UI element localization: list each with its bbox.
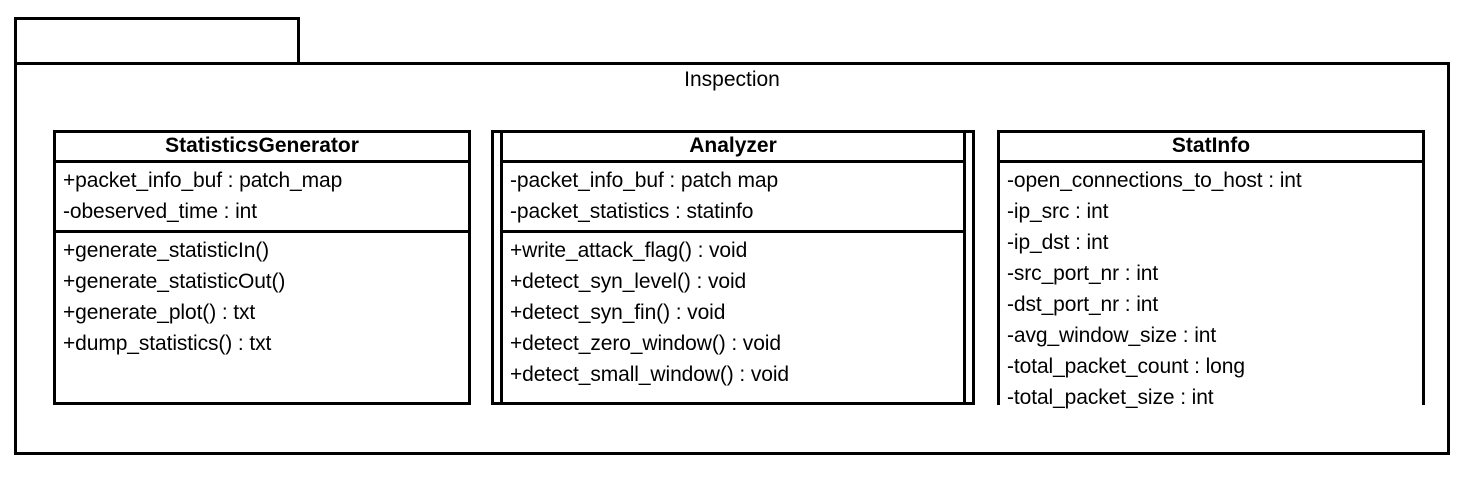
- attribute-item: -obeserved_time : int: [63, 200, 257, 223]
- operations-compartment-statisticsgenerator: +generate_statisticIn() +generate_statis…: [56, 233, 468, 402]
- attributes-compartment-analyzer: -packet_info_buf : patch map -packet_sta…: [503, 163, 963, 233]
- operation-item: +generate_statisticIn(): [63, 239, 270, 262]
- class-box-statinfo[interactable]: StatInfo -open_connections_to_host : int…: [997, 130, 1425, 416]
- attribute-item: -total_packet_count : long: [1007, 355, 1245, 378]
- class-name-analyzer: Analyzer: [503, 133, 963, 163]
- attributes-compartment-statisticsgenerator: +packet_info_buf : patch_map -obeserved_…: [56, 163, 468, 233]
- operation-item: +write_attack_flag() : void: [510, 239, 748, 262]
- class-name-statisticsgenerator: StatisticsGenerator: [56, 133, 468, 163]
- class-box-analyzer[interactable]: Analyzer -packet_info_buf : patch map -p…: [491, 130, 975, 405]
- attribute-item: -packet_info_buf : patch map: [510, 169, 779, 192]
- operation-item: +generate_plot() : txt: [63, 301, 256, 324]
- analyzer-inner-frame: Analyzer -packet_info_buf : patch map -p…: [500, 133, 966, 402]
- operations-compartment-analyzer: +write_attack_flag() : void +detect_syn_…: [503, 233, 963, 402]
- operation-item: +detect_small_window() : void: [510, 363, 789, 386]
- package-name-label: Inspection: [684, 68, 780, 91]
- class-name-statinfo: StatInfo: [1000, 133, 1422, 163]
- attribute-item: -avg_window_size : int: [1007, 324, 1217, 347]
- operation-item: +detect_syn_level() : void: [510, 270, 747, 293]
- attribute-item: +packet_info_buf : patch_map: [63, 169, 343, 192]
- attribute-item: -src_port_nr : int: [1007, 262, 1159, 285]
- class-box-statisticsgenerator[interactable]: StatisticsGenerator +packet_info_buf : p…: [53, 130, 471, 405]
- operation-item: +detect_zero_window() : void: [510, 332, 781, 355]
- attribute-item: -total_packet_size : int: [1007, 386, 1214, 409]
- operation-item: +dump_statistics() : txt: [63, 332, 272, 355]
- attributes-compartment-statinfo: -open_connections_to_host : int -ip_src …: [1000, 163, 1422, 416]
- attribute-item: -dst_port_nr : int: [1007, 293, 1159, 316]
- operation-item: +generate_statisticOut(): [63, 270, 286, 293]
- attribute-item: -ip_dst : int: [1007, 231, 1109, 254]
- attribute-item: -ip_src : int: [1007, 200, 1109, 223]
- attribute-item: -packet_statistics : statinfo: [510, 200, 754, 223]
- package-tab: [14, 17, 300, 62]
- attribute-item: -open_connections_to_host : int: [1007, 169, 1302, 192]
- operation-item: +detect_syn_fin() : void: [510, 301, 726, 324]
